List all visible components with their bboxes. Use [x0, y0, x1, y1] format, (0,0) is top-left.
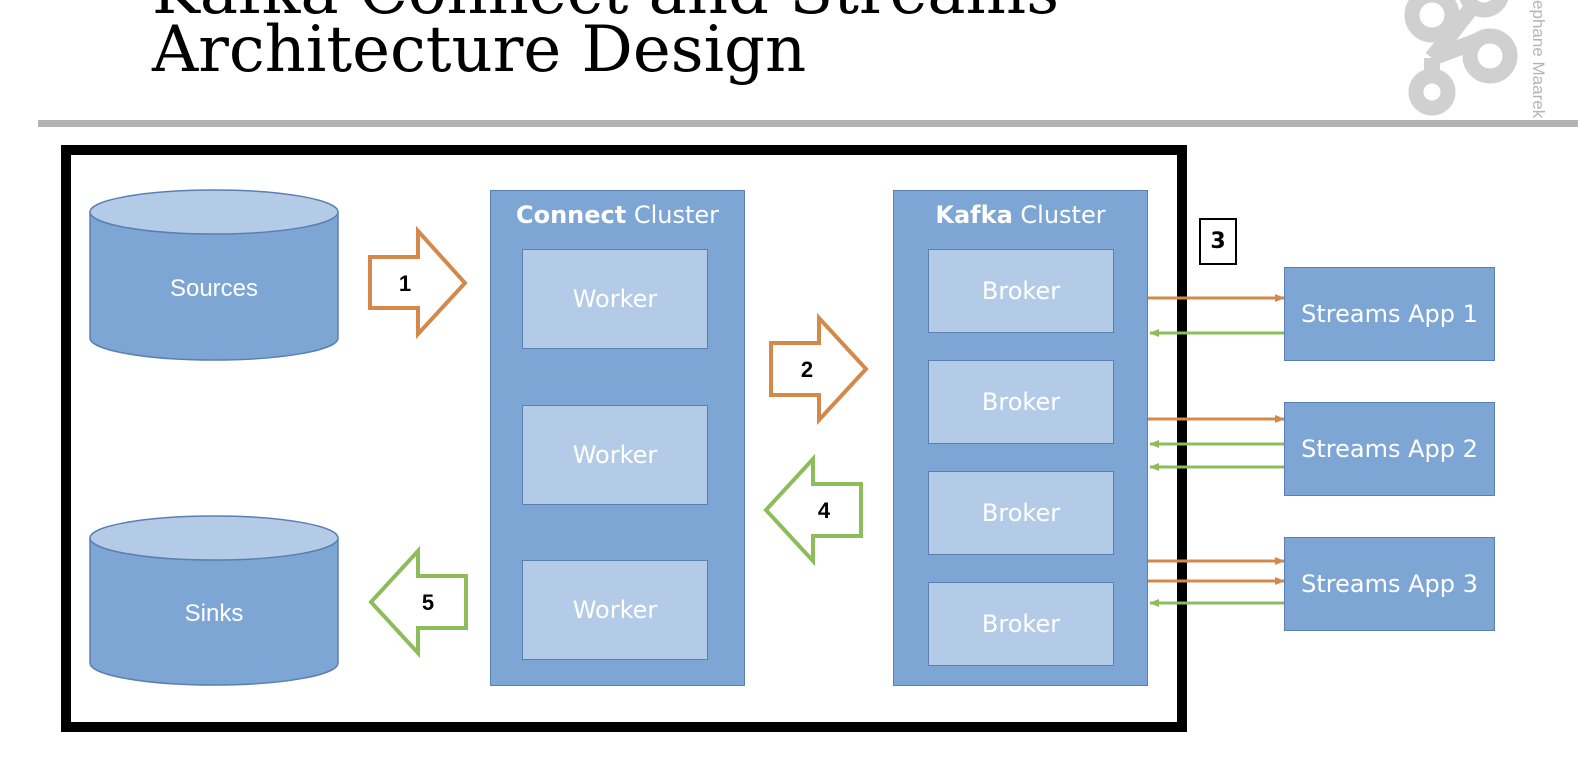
title-divider: [38, 120, 1578, 127]
streams-connectors: [1148, 294, 1285, 607]
step-4-label: 4: [818, 498, 831, 523]
kafka-broker-2: Broker: [928, 360, 1114, 444]
slide-title-line-2: Architecture Design: [152, 13, 807, 87]
sinks-database: Sinks: [89, 515, 339, 686]
author-name: Stephane Maarek: [1529, 0, 1548, 118]
connect-worker-2: Worker: [522, 405, 708, 505]
step-5-label: 5: [422, 590, 434, 615]
streams-app-2: Streams App 2: [1284, 402, 1495, 496]
kafka-broker-3: Broker: [928, 471, 1114, 555]
step-1-arrow: 1: [368, 225, 468, 340]
step-4-arrow: 4: [763, 453, 863, 567]
slide-title-line-1: Kafka Connect and Streams: [152, 0, 1059, 24]
sinks-label: Sinks: [185, 600, 244, 627]
step-3-label: 3: [1199, 218, 1237, 265]
connect-worker-1: Worker: [522, 249, 708, 349]
step-2-label: 2: [801, 357, 813, 382]
kafka-broker-1: Broker: [928, 249, 1114, 333]
step-1-label: 1: [399, 271, 411, 296]
kafka-cluster-title: Kafka Cluster: [935, 201, 1106, 229]
step-5-arrow: 5: [368, 545, 468, 659]
connect-cluster-title: Connect Cluster: [515, 201, 720, 229]
kafka-broker-4: Broker: [928, 582, 1114, 666]
author-credit: Stephane Maarek: [1528, 0, 1548, 118]
streams-app-1: Streams App 1: [1284, 267, 1495, 361]
streams-app-3: Streams App 3: [1284, 537, 1495, 631]
sources-label: Sources: [170, 275, 258, 302]
connect-worker-3: Worker: [522, 560, 708, 660]
step-2-arrow: 2: [769, 312, 869, 426]
kafka-logo-icon: [1404, 0, 1518, 116]
sources-database: Sources: [89, 189, 339, 361]
